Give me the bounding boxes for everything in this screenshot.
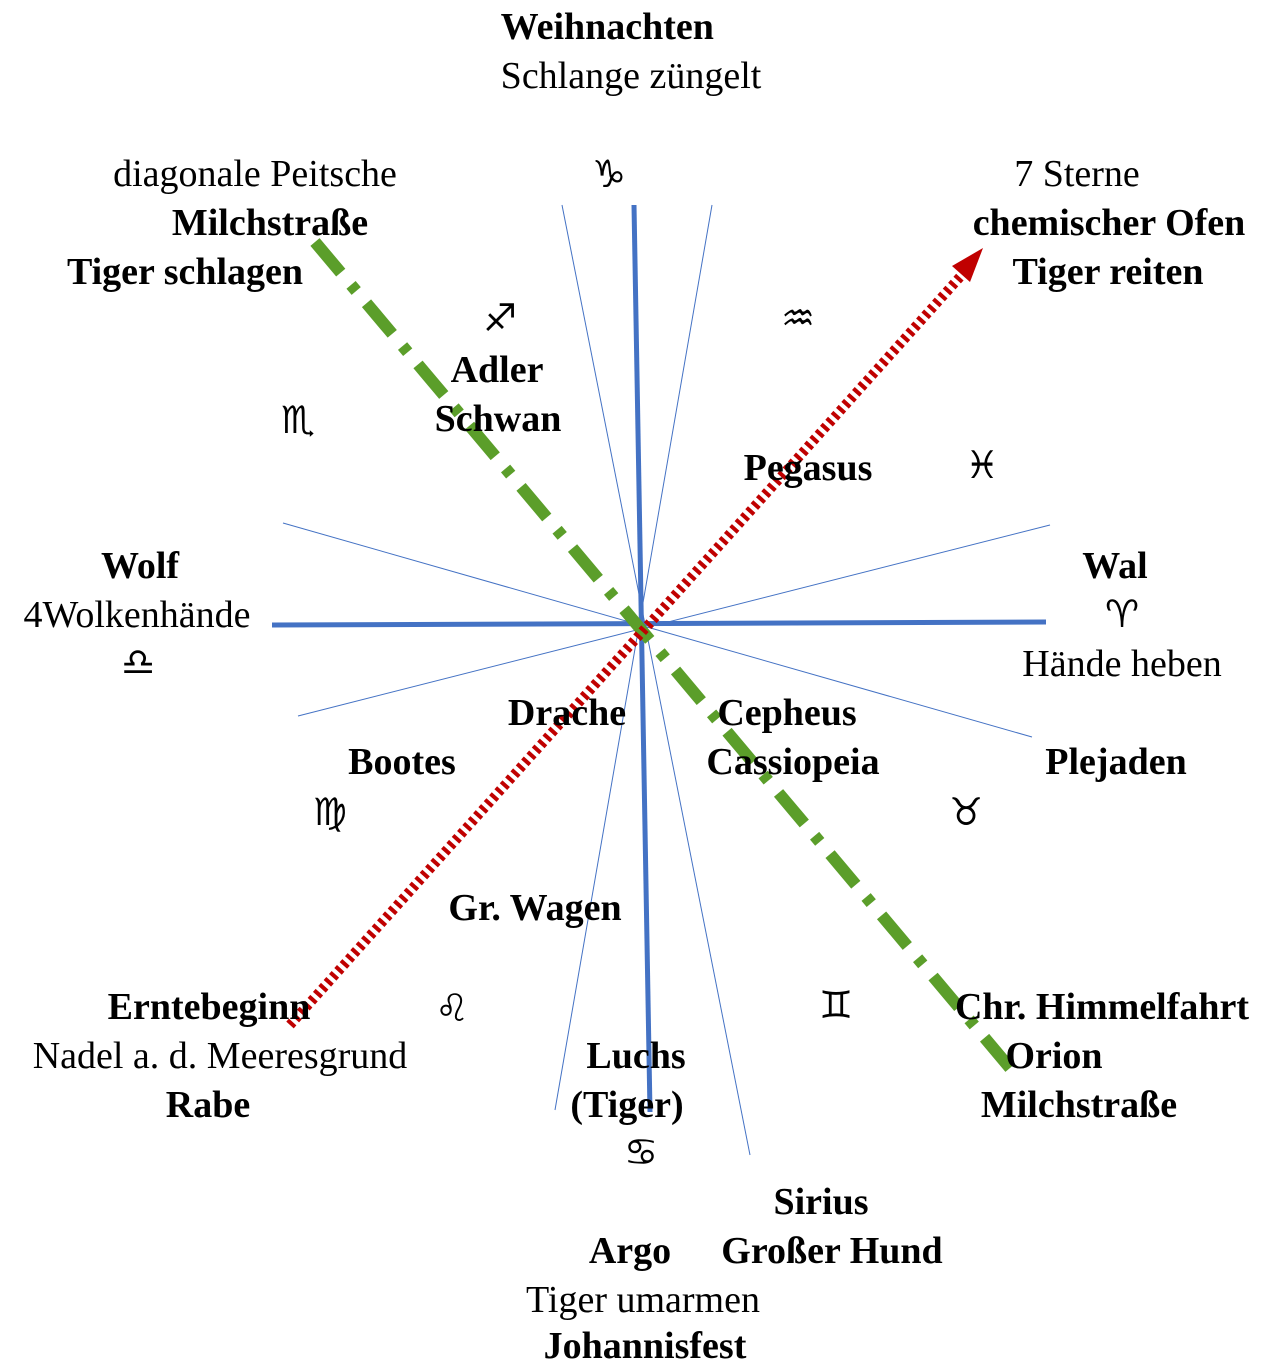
label-wal: Wal (1082, 542, 1147, 591)
label-tiger-umarmen-text: Tiger umarmen (526, 1279, 760, 1321)
thin-line-1 (561, 204, 751, 1156)
label-nadel-text: Nadel a. d. Meeresgrund (32, 1035, 408, 1077)
label-top-right-3: Tiger reiten (1012, 248, 1203, 297)
libra-icon: ♎︎ (120, 640, 156, 684)
label-bootes: Bootes (348, 738, 456, 787)
label-argo: Argo (589, 1227, 671, 1276)
label-milchstrasse-bottom: Milchstraße (981, 1081, 1177, 1130)
vertical-axis (631, 204, 653, 1113)
label-sirius-text: Sirius (773, 1181, 869, 1223)
leo-icon: ♌︎ (434, 986, 470, 1030)
label-cassiopeia: Cassiopeia (706, 738, 879, 787)
label-schwan: Schwan (435, 395, 562, 444)
thin-radial-lines (282, 204, 1051, 1156)
label-wolf: Wolf (101, 542, 179, 591)
sagittarius-icon: ♐︎ (482, 296, 518, 340)
label-pegasus: Pegasus (744, 444, 873, 493)
label-haende-heben: Hände heben (1022, 640, 1221, 689)
label-wolf-title: Wolf (100, 545, 180, 587)
label-tiger-paren: (Tiger) (570, 1081, 683, 1130)
label-gr-wagen: Gr. Wagen (448, 884, 621, 933)
label-plejaden: Plejaden (1045, 738, 1186, 787)
capricorn-icon: ♑︎ (591, 152, 627, 196)
cancer-icon: ♋︎ (623, 1130, 659, 1174)
label-sirius: Sirius (773, 1178, 868, 1227)
label-nadel: Nadel a. d. Meeresgrund (33, 1032, 408, 1081)
label-plejaden-text: Plejaden (1045, 741, 1187, 783)
horizontal-axis (271, 619, 1047, 628)
label-erntebeginn-text: Erntebeginn (107, 986, 311, 1028)
label-himmelfahrt-text: Chr. Himmelfahrt (954, 986, 1250, 1028)
pisces-icon: ♓︎ (964, 443, 1000, 487)
thin-line-4 (297, 524, 1051, 717)
thin-line-3 (282, 522, 1033, 738)
label-tiger-schlagen: Tiger schlagen (66, 251, 304, 293)
label-top-left-1: diagonale Peitsche (113, 150, 397, 199)
label-top-right-1: 7 Sterne (1014, 150, 1140, 199)
label-adler-text: Adler (450, 349, 544, 391)
label-top: Weihnachten Schlange züngelt (501, 3, 762, 101)
aries-icon: ♈︎ (1104, 592, 1140, 636)
scorpio-icon: ♏︎ (280, 398, 316, 442)
label-orion-text: Orion (1005, 1035, 1103, 1077)
aquarius-icon: ♒︎ (780, 296, 816, 340)
label-bootes-text: Bootes (348, 741, 456, 783)
label-argo-text: Argo (588, 1230, 672, 1272)
label-wolkenhaende: 4Wolkenhände (24, 591, 251, 640)
label-top-right-2: chemischer Ofen (973, 199, 1246, 248)
label-cepheus: Cepheus (717, 689, 856, 738)
dotted-red-line (286, 264, 972, 1029)
label-haende-heben-text: Hände heben (1022, 643, 1222, 685)
label-himmelfahrt: Chr. Himmelfahrt (955, 983, 1249, 1032)
label-johannisfest-text: Johannisfest (543, 1325, 747, 1367)
label-chemischer-ofen: chemischer Ofen (972, 202, 1246, 244)
label-rabe-text: Rabe (165, 1084, 251, 1126)
label-diagonale-peitsche: diagonale Peitsche (113, 153, 397, 195)
label-luchs: Luchs (586, 1032, 685, 1081)
label-orion: Orion (1005, 1032, 1102, 1081)
label-adler: Adler (451, 346, 544, 395)
label-drache: Drache (508, 689, 626, 738)
label-rabe: Rabe (166, 1081, 250, 1130)
main-axes (271, 204, 1047, 1113)
label-weihnachten: Weihnachten (500, 6, 714, 48)
label-top-left-2: Milchstraße (172, 199, 368, 248)
label-grosser-hund-text: Großer Hund (721, 1230, 943, 1272)
red-arrowhead (952, 248, 983, 282)
label-pegasus-text: Pegasus (743, 447, 873, 489)
label-tiger-umarmen: Tiger umarmen (526, 1276, 760, 1325)
label-erntebeginn: Erntebeginn (108, 983, 311, 1032)
label-4wolkenhaende: 4Wolkenhände (23, 594, 251, 636)
label-wal-title: Wal (1082, 545, 1148, 587)
label-grosser-hund: Großer Hund (721, 1227, 942, 1276)
gemini-icon: ♊︎ (818, 983, 854, 1027)
label-milchstrasse-bottom-text: Milchstraße (980, 1084, 1178, 1126)
label-schlange: Schlange züngelt (500, 55, 762, 97)
label-top-left-3: Tiger schlagen (67, 248, 303, 297)
label-schwan-text: Schwan (434, 398, 562, 440)
label-milchstrasse-top: Milchstraße (171, 202, 369, 244)
label-tiger-paren-text: (Tiger) (570, 1084, 684, 1126)
label-luchs-text: Luchs (586, 1035, 686, 1077)
label-cepheus-text: Cepheus (717, 692, 857, 734)
label-johannisfest: Johannisfest (544, 1322, 747, 1368)
label-7-sterne: 7 Sterne (1014, 153, 1140, 195)
label-gr-wagen-text: Gr. Wagen (448, 887, 622, 929)
taurus-icon: ♉︎ (948, 790, 984, 834)
thin-line-2 (554, 204, 713, 1111)
label-cassiopeia-text: Cassiopeia (706, 741, 880, 783)
virgo-icon: ♍︎ (312, 790, 348, 834)
milky-way-line (310, 238, 1015, 1072)
label-tiger-reiten: Tiger reiten (1012, 251, 1204, 293)
label-drache-text: Drache (507, 692, 627, 734)
